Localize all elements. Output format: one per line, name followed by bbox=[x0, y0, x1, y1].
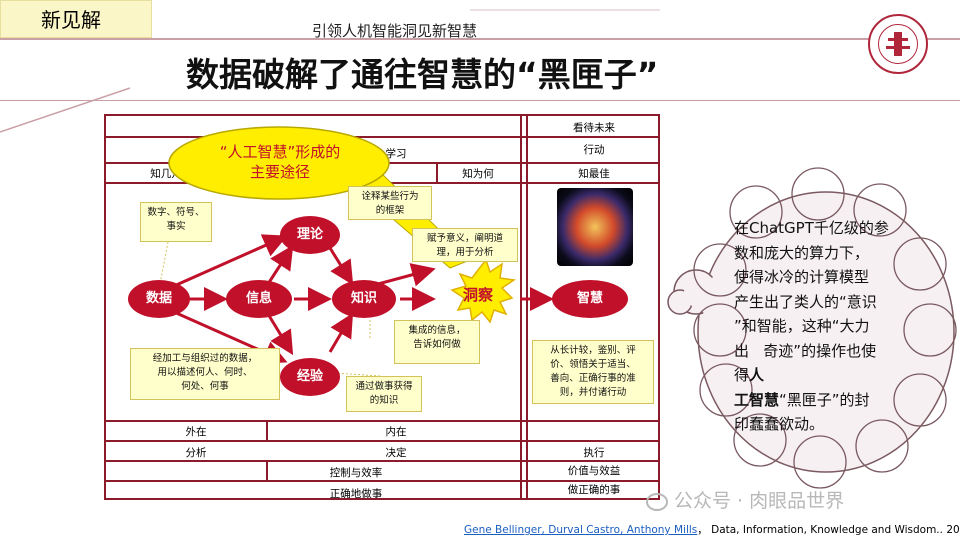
note-wisdom-desc: 从长计较，鉴别、评 价、领悟关于适当、 善向、正确行事的准 则，并付诸行动 bbox=[532, 340, 654, 404]
node-experience: 经验 bbox=[280, 358, 340, 396]
node-theory: 理论 bbox=[280, 216, 340, 254]
note-meaning: 赋予意义，阐明道 理，用于分析 bbox=[412, 228, 518, 262]
cloud-text-a: 在ChatGPT千亿级的参 数和庞大的算力下， 使得冰冷的计算模型 产生出了类人… bbox=[734, 219, 889, 384]
wechat-icon bbox=[646, 493, 668, 511]
citation-rest: ， Data, Information, Knowledge and Wisdo… bbox=[697, 524, 960, 536]
node-knowledge: 知识 bbox=[332, 280, 396, 318]
cloud-text: 在ChatGPT千亿级的参 数和庞大的算力下， 使得冰冷的计算模型 产生出了类人… bbox=[734, 216, 924, 437]
ai-callout-text: “人工智慧”形成的 主要途径 bbox=[190, 142, 370, 182]
note-processed: 经加工与组织过的数据， 用以描述何人、何时、 何处、何事 bbox=[130, 348, 280, 400]
note-practice: 通过做事获得 的知识 bbox=[346, 376, 422, 412]
brain-image bbox=[557, 188, 633, 266]
cloud-bold-a: 人 bbox=[749, 366, 764, 384]
watermark: 公众号 · 肉眼品世界 bbox=[646, 486, 844, 513]
node-data: 数据 bbox=[128, 280, 190, 318]
node-info: 信息 bbox=[226, 280, 292, 318]
note-symbols: 数字、符号、 事实 bbox=[140, 202, 212, 242]
node-wisdom: 智慧 bbox=[552, 280, 628, 318]
node-insight: 洞察 bbox=[452, 284, 504, 305]
citation: Gene Bellinger, Durval Castro, Anthony M… bbox=[464, 522, 960, 537]
cloud-bold-b: 工智慧 bbox=[734, 391, 779, 409]
citation-authors-link[interactable]: Gene Bellinger, Durval Castro, Anthony M… bbox=[464, 524, 697, 536]
note-integrated: 集成的信息， 告诉如何做 bbox=[394, 320, 480, 364]
note-explain: 诠释某些行为 的框架 bbox=[348, 186, 432, 220]
